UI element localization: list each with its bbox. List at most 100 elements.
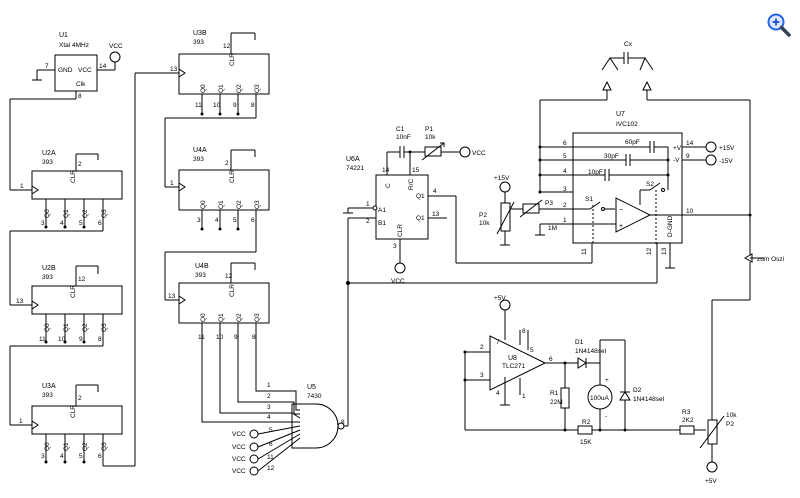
u2b-q3: Q3 bbox=[101, 323, 108, 332]
u5-vcc-1: VCC bbox=[232, 431, 246, 438]
scope-output: zum Oszi bbox=[711, 253, 784, 420]
u5-pin-12: 12 bbox=[267, 465, 275, 472]
u4b-value: 393 bbox=[195, 272, 206, 279]
u3b-counter: U3B 393 13 12 CLR Q0 Q1 Q2 Q3 11 10 9 8 bbox=[164, 30, 270, 188]
u4b-q2: Q2 bbox=[236, 313, 243, 322]
d2-ref: D2 bbox=[633, 387, 642, 394]
u8-pin-2: 2 bbox=[480, 344, 484, 351]
u7-pin-11: 11 bbox=[581, 248, 588, 255]
u8-pin-4: 4 bbox=[496, 390, 500, 397]
u6a-a1: A1 bbox=[378, 207, 386, 214]
u4a-pin-q3: 6 bbox=[251, 217, 255, 224]
u7-pin-4: 4 bbox=[563, 168, 567, 175]
p2-ref: P2 bbox=[479, 212, 487, 219]
u4b-pin-q3: 8 bbox=[252, 334, 256, 341]
u7-s1: S1 bbox=[585, 196, 593, 203]
u4a-pin-q0: 3 bbox=[197, 217, 201, 224]
u4a-pin-q2: 5 bbox=[233, 217, 237, 224]
u6a-clr: CLR bbox=[397, 224, 404, 237]
u5-pin-5: 5 bbox=[269, 427, 273, 434]
u2a-ref: U2A bbox=[42, 150, 56, 157]
svg-text:−: − bbox=[619, 207, 623, 214]
u6a-value: 74221 bbox=[346, 165, 364, 172]
u2a-q1: Q1 bbox=[63, 209, 70, 218]
u3b-pin-clk: 13 bbox=[170, 66, 178, 73]
u5-pin-3: 3 bbox=[267, 404, 271, 411]
u3a-q1: Q1 bbox=[63, 442, 70, 451]
u1-supply: VCC bbox=[109, 43, 123, 50]
u5-pin-1: 1 bbox=[267, 382, 271, 389]
u1-gnd-label: GND bbox=[58, 67, 73, 74]
u7-cap2: 30pF bbox=[604, 153, 619, 160]
u1-value: Xtal 4MHz bbox=[59, 42, 89, 49]
p1-ref: P1 bbox=[425, 126, 433, 133]
u8-pin-3: 3 bbox=[480, 372, 484, 379]
u2a-clr: CLR bbox=[70, 170, 77, 183]
u7-ref: U7 bbox=[616, 111, 625, 118]
u7-pin-9: 9 bbox=[686, 153, 690, 160]
u6a-c: C bbox=[385, 183, 392, 188]
r2-ref: R2 bbox=[582, 419, 591, 426]
u2b-pin-q0: 11 bbox=[39, 336, 46, 343]
r2-value: 15K bbox=[580, 439, 592, 446]
u3b-pin-clr: 12 bbox=[223, 43, 231, 50]
u6a-nq1: Q1 bbox=[416, 215, 425, 222]
u3b-ref: U3B bbox=[193, 30, 207, 37]
u5-value: 7430 bbox=[307, 393, 322, 400]
u4a-ref: U4A bbox=[193, 147, 207, 154]
u2b-pin-q2: 9 bbox=[79, 336, 83, 343]
u2a-pin-clk: 1 bbox=[20, 183, 24, 190]
d1-value: 1N4148sel bbox=[575, 348, 607, 355]
u3a-counter: U3A 393 1 2 CLR Q0 Q1 Q2 Q3 3 4 5 6 bbox=[19, 72, 179, 467]
u7-ivc102: U7 IVC102 60pF 30pF 10pF +V -V D-GND S1 … bbox=[348, 100, 752, 284]
u5-nand-7430: U5 7430 1 2 3 4 5 6 11 12 VCC VCC VCC VC… bbox=[232, 217, 376, 476]
r1-ref: R1 bbox=[550, 390, 559, 397]
u6a-vcc: VCC bbox=[391, 278, 405, 285]
u6a-pin-1: 1 bbox=[366, 201, 370, 208]
u8-meter-amp: +5V U8 TLC271 2 3 6 7 4 8 5 1 R1 22M bbox=[463, 295, 737, 485]
u8-value: TLC271 bbox=[502, 363, 526, 370]
p15v-out: +15V bbox=[719, 145, 735, 152]
u3a-clr: CLR bbox=[70, 405, 77, 418]
u5-pin-2: 2 bbox=[267, 393, 271, 400]
u5-pin-11: 11 bbox=[267, 454, 274, 461]
u1-vcc-label: VCC bbox=[78, 67, 92, 74]
u5-vcc-2: VCC bbox=[232, 444, 246, 451]
u4b-pin-clr: 12 bbox=[225, 273, 233, 280]
u6a-pin-2: 2 bbox=[366, 218, 370, 225]
u2a-q2: Q2 bbox=[82, 209, 89, 218]
u7-pin-6: 6 bbox=[563, 140, 567, 147]
u4b-q0: Q0 bbox=[200, 313, 207, 322]
d2-value: 1N4148sel bbox=[633, 396, 665, 403]
u6a-rc: R/C bbox=[408, 179, 415, 191]
u3a-q2: Q2 bbox=[82, 442, 89, 451]
u2b-pin-clr: 12 bbox=[78, 276, 86, 283]
u4a-value: 393 bbox=[193, 156, 204, 163]
u5-pin-4: 4 bbox=[267, 414, 271, 421]
u3b-q1: Q1 bbox=[218, 84, 225, 93]
u2a-value: 393 bbox=[42, 159, 53, 166]
magnifier-plus-icon[interactable] bbox=[766, 12, 792, 38]
u7-pin-10: 10 bbox=[686, 208, 694, 215]
u2b-value: 393 bbox=[42, 274, 53, 281]
u6a-pin-13: 13 bbox=[432, 211, 440, 218]
u4a-clr: CLR bbox=[229, 170, 236, 183]
u4b-counter: U4B 393 13 12 CLR Q0 Q1 Q2 Q3 11 10 9 8 bbox=[168, 262, 292, 423]
u5-vcc-4: VCC bbox=[232, 468, 246, 475]
vcc-terminal bbox=[109, 51, 121, 63]
u7-s2: S2 bbox=[646, 181, 654, 188]
u8-pin-5: 5 bbox=[530, 347, 534, 354]
u7-pin-1: 1 bbox=[563, 217, 567, 224]
u6a-q1: Q1 bbox=[416, 193, 425, 200]
u8-pin-6: 6 bbox=[549, 356, 553, 363]
u7-value: IVC102 bbox=[616, 121, 638, 128]
u1-ref: U1 bbox=[59, 32, 68, 39]
r3-value: 2K2 bbox=[682, 417, 694, 424]
u2b-q0: Q0 bbox=[44, 323, 51, 332]
r1-value: 22M bbox=[550, 399, 563, 406]
u7-pin-14: 14 bbox=[686, 140, 694, 147]
u2b-q1: Q1 bbox=[63, 323, 70, 332]
meter-plus: + bbox=[605, 377, 609, 384]
